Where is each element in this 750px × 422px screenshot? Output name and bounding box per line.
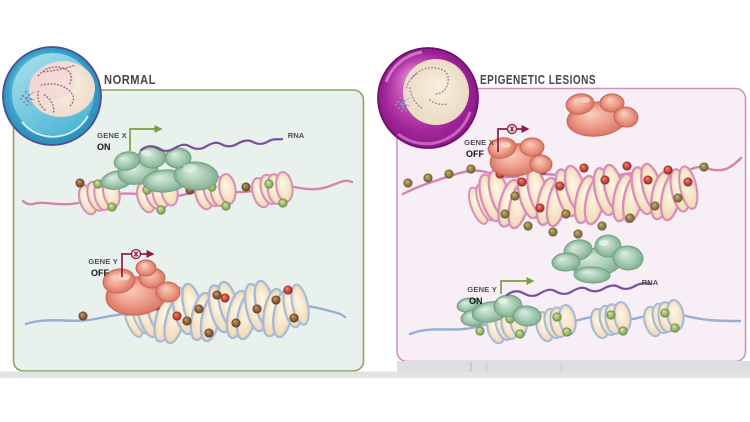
lesion-genex-label: GENE X bbox=[464, 138, 494, 147]
blocked-icon bbox=[506, 123, 518, 135]
gray-strip bbox=[0, 361, 750, 378]
lesion-panel-title: EPIGENETIC LESIONS bbox=[480, 73, 596, 87]
lesion-genex-state: OFF bbox=[466, 149, 484, 159]
normal-genex-label: GENE X bbox=[97, 131, 127, 140]
chromatin-strands bbox=[405, 66, 450, 109]
active-transcription-arrow bbox=[500, 277, 535, 294]
lesion-genex-region: GENE X OFF bbox=[401, 93, 743, 239]
spindle-dots bbox=[395, 97, 411, 113]
lesion-geney-state: ON bbox=[469, 296, 483, 306]
normal-geney-state: OFF bbox=[91, 268, 109, 278]
purple-cell-icon bbox=[377, 47, 479, 149]
lesion-geney-region: GENE Y ON RNA bbox=[408, 234, 742, 347]
repressor-complex bbox=[487, 137, 553, 177]
normal-geney-label: GENE Y bbox=[88, 257, 118, 266]
active-transcription-arrow bbox=[129, 125, 163, 151]
chromatin-strands bbox=[37, 64, 75, 115]
blue-cell-icon bbox=[2, 46, 102, 146]
normal-genex-region: GENE X ON RNA bbox=[21, 125, 354, 218]
nucleus bbox=[403, 59, 469, 125]
activator-complex bbox=[100, 145, 219, 193]
lesion-geney-label: GENE Y bbox=[467, 285, 497, 294]
spindle-dots bbox=[20, 91, 36, 107]
normal-panel-title: NORMAL bbox=[104, 73, 156, 87]
normal-geney-region: GENE Y OFF bbox=[24, 248, 347, 348]
floating-activator-complex bbox=[551, 234, 644, 284]
activator-complex bbox=[456, 294, 542, 327]
lesion-rna-label: RNA bbox=[642, 278, 659, 287]
rna-transcript bbox=[505, 282, 653, 297]
nucleus bbox=[29, 60, 95, 118]
repressor-complex bbox=[102, 259, 181, 316]
blocked-icon bbox=[130, 248, 142, 260]
rna-transcript bbox=[139, 137, 284, 152]
floating-repressor-complex bbox=[565, 93, 639, 137]
normal-rna-label: RNA bbox=[288, 131, 305, 140]
normal-genex-state: ON bbox=[97, 142, 111, 152]
